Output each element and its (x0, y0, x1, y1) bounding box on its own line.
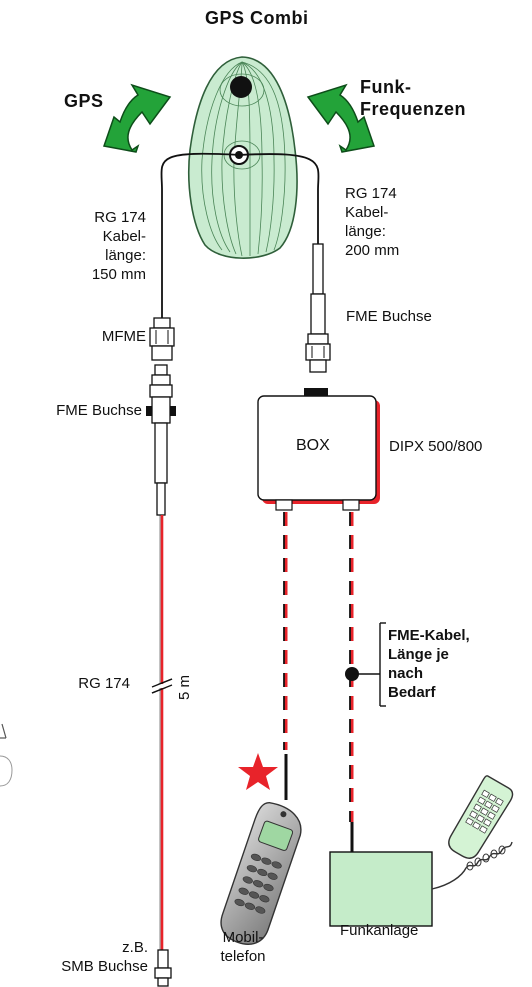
funk-arrow-icon (306, 83, 375, 153)
box-label: BOX (296, 437, 330, 454)
box-model-label: DIPX 500/800 (389, 438, 483, 455)
gps-arrow-icon (103, 83, 172, 153)
edge-fragment-icon (0, 723, 13, 787)
gps-combi-antenna (187, 56, 298, 259)
cable-break-mark (150, 678, 174, 694)
right-cable-length-label: RG 174 Kabel- länge: 200 mm (345, 185, 400, 259)
lower-cable-label: RG 174 (78, 675, 130, 692)
mfme-label: MFME (101, 328, 146, 345)
fme-left-connector-icon (146, 364, 176, 516)
radio-unit-icon (329, 851, 433, 927)
left-antenna-cable (160, 152, 240, 318)
fme-right-connector-icon (305, 243, 331, 373)
page-title: GPS Combi (205, 8, 309, 28)
fme-left-label: FME Buchse (56, 402, 142, 419)
left-cable-length-label: RG 174 Kabel- länge: 150 mm (91, 209, 146, 283)
cable-length-mark: 5 m (176, 674, 193, 700)
star-icon (238, 753, 278, 790)
fme-cable-label: FME-Kabel, Länge je nach Bedarf (388, 627, 470, 701)
mfme-connector-icon (149, 317, 175, 361)
right-antenna-cable (238, 153, 320, 244)
funk-frequenzen-label: Funk- Frequenzen (360, 77, 467, 119)
phone-label: Mobil- telefon (220, 929, 266, 965)
radio-label: Funkanlage (340, 922, 419, 939)
smb-label: z.B. SMB Buchse (61, 939, 148, 975)
radio-handset-icon (448, 775, 514, 859)
handset-cord (431, 841, 513, 890)
mobile-phone-icon (220, 802, 302, 945)
fme-right-label: FME Buchse (346, 308, 432, 325)
fme-cable-pointer (345, 622, 386, 707)
dipx-box (257, 388, 380, 511)
gps-label: GPS (64, 91, 104, 111)
smb-connector-icon (154, 949, 172, 987)
